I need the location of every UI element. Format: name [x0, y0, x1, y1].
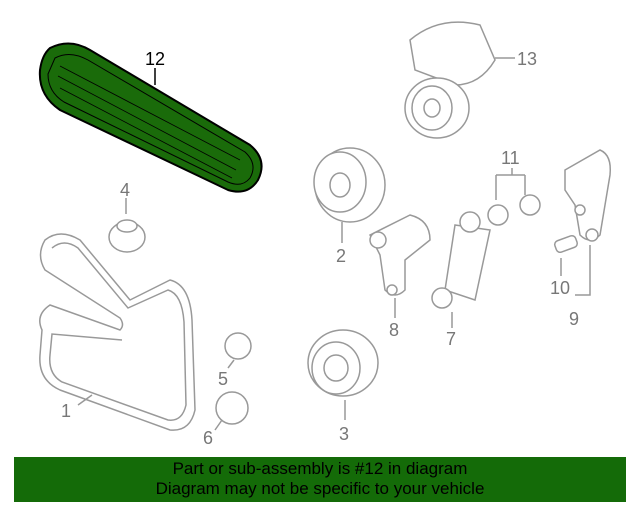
callout-7: 7 [446, 329, 456, 349]
callout-13: 13 [517, 49, 537, 69]
part-12-belt[interactable] [38, 42, 263, 193]
part-6[interactable] [215, 391, 249, 425]
part-10-bolt[interactable] [553, 234, 579, 254]
part-11-bushings[interactable] [487, 194, 541, 226]
part-8-bracket[interactable] [368, 214, 431, 296]
part-info-banner: Part or sub-assembly is #12 in diagram D… [14, 457, 626, 502]
callout-5: 5 [218, 369, 228, 389]
part-7-damper[interactable] [431, 211, 491, 309]
callout-4: 4 [120, 180, 130, 200]
callout-3: 3 [339, 424, 349, 444]
part-13-tensioner[interactable] [404, 21, 496, 139]
callout-9: 9 [569, 309, 579, 329]
callout-2: 2 [336, 246, 346, 266]
part-9-bracket[interactable] [564, 149, 612, 242]
leader-lines [77, 57, 591, 431]
callout-1: 1 [61, 401, 71, 421]
part-4[interactable] [108, 219, 146, 253]
banner-line-2: Diagram may not be specific to your vehi… [155, 479, 485, 498]
part-3-idler-pulley[interactable] [307, 329, 379, 397]
banner-line-1: Part or sub-assembly is #12 in diagram [172, 459, 468, 478]
callout-6: 6 [203, 428, 213, 448]
callout-12: 12 [145, 49, 165, 69]
part-2-idler-pulley[interactable] [313, 147, 386, 223]
callout-8: 8 [389, 320, 399, 340]
part-1-belt[interactable] [39, 233, 196, 431]
callout-11: 11 [501, 148, 520, 168]
part-5[interactable] [224, 332, 252, 360]
callout-10: 10 [550, 278, 570, 298]
